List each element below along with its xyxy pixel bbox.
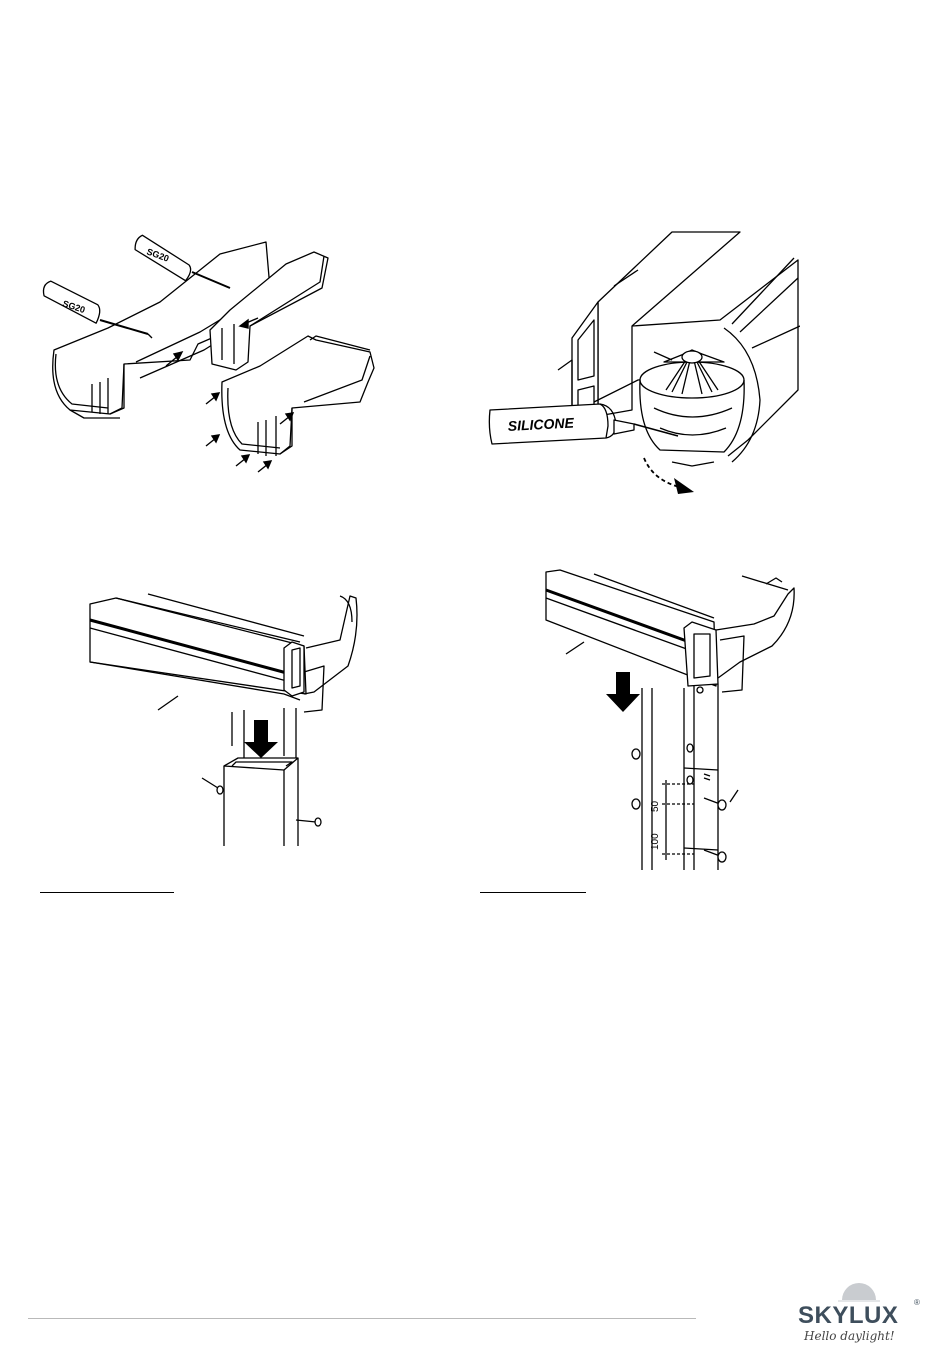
arrow-icon [206, 435, 219, 446]
footer-rule [28, 1318, 696, 1319]
bolt-head [687, 776, 693, 784]
brand-tagline: Hello daylight! [804, 1329, 895, 1343]
figure-post-top [88, 592, 360, 848]
screw-icon [704, 798, 726, 810]
arrow-icon [206, 393, 219, 404]
sun-logo-icon [838, 1280, 880, 1302]
arrow-icon [236, 455, 249, 466]
arrow-icon [258, 461, 271, 472]
bolt-head [697, 687, 703, 693]
caption-underline-left [40, 892, 174, 893]
caption-underline-right [480, 892, 586, 893]
dimension-100: 100 [650, 833, 661, 850]
dimension-50: 50 [650, 800, 661, 812]
screw-icon [296, 818, 321, 826]
bolt-head [687, 744, 693, 752]
brand-name: SKYLUX [798, 1302, 898, 1330]
bolt-head [632, 799, 640, 809]
screw-icon [704, 850, 726, 862]
arrow-icon [606, 672, 640, 712]
brand-logo: SKYLUX ® Hello daylight! [796, 1280, 926, 1350]
screw-icon [202, 778, 223, 794]
arrow-icon [644, 458, 694, 494]
arrow-icon [244, 720, 278, 758]
figure-post-bracket: 50 100 [544, 568, 796, 872]
figure-outlet-silicone: SILICONE [488, 230, 800, 498]
registered-mark: ® [914, 1298, 920, 1307]
bolt-head [632, 749, 640, 759]
figure-gutter-joint: SG20 SG20 [40, 232, 385, 490]
